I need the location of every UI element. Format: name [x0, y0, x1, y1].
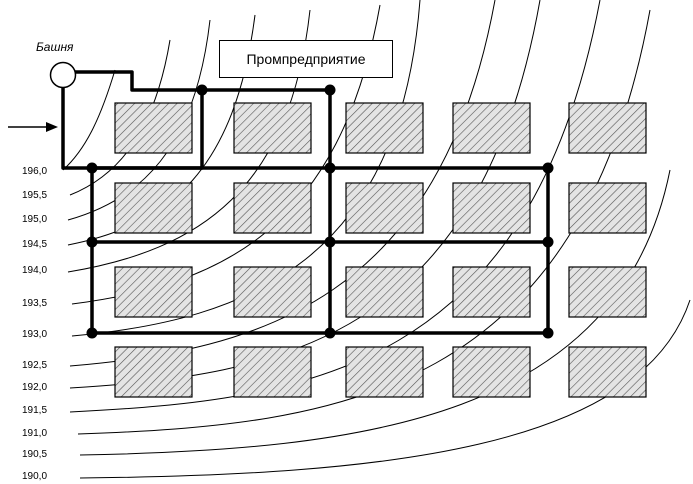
contour-label: 190,0 — [22, 471, 48, 482]
pipe-feeder-down — [61, 88, 92, 170]
block — [345, 102, 424, 154]
block — [114, 182, 193, 234]
block — [568, 266, 647, 318]
tower-label: Башня — [36, 40, 74, 54]
node-dot — [86, 327, 98, 339]
block — [568, 346, 647, 398]
contour-label: 191,0 — [22, 428, 48, 439]
block — [452, 102, 531, 154]
contour-label: 192,5 — [22, 360, 48, 371]
plant-label: Промпредприятие — [246, 51, 366, 67]
pipe-feeder-top — [75, 70, 330, 92]
contour-label: 193,5 — [22, 298, 48, 309]
block — [114, 346, 193, 398]
block — [233, 102, 312, 154]
block — [345, 182, 424, 234]
node-dot — [542, 236, 554, 248]
contour-label: 190,5 — [22, 449, 48, 460]
node-dot — [324, 84, 336, 96]
plant-box: Промпредприятие — [219, 40, 393, 78]
node-dot — [324, 162, 336, 174]
block — [452, 182, 531, 234]
contour-label: 193,0 — [22, 329, 48, 340]
block — [568, 102, 647, 154]
block — [345, 266, 424, 318]
contour-label: 194,5 — [22, 239, 48, 250]
block — [114, 266, 193, 318]
node-dot — [86, 162, 98, 174]
block — [114, 102, 193, 154]
node-dot — [324, 236, 336, 248]
node-dot — [324, 327, 336, 339]
block — [345, 346, 424, 398]
node-dot — [196, 84, 208, 96]
tower-circle-icon — [49, 61, 77, 89]
contour-label: 192,0 — [22, 382, 48, 393]
block — [568, 182, 647, 234]
block — [452, 266, 531, 318]
contour-label: 195,0 — [22, 214, 48, 225]
block — [452, 346, 531, 398]
contour-label: 196,0 — [22, 166, 48, 177]
node-dot — [542, 327, 554, 339]
junction-nodes — [86, 84, 554, 339]
pipe-network — [61, 70, 550, 335]
node-dot — [86, 236, 98, 248]
inlet-arrow-icon — [8, 122, 58, 132]
block — [233, 182, 312, 234]
block — [233, 266, 312, 318]
contour-label: 195,5 — [22, 190, 48, 201]
building-blocks — [114, 102, 647, 398]
node-dot — [542, 162, 554, 174]
contour-label: 194,0 — [22, 265, 48, 276]
contour-label: 191,5 — [22, 405, 48, 416]
block — [233, 346, 312, 398]
